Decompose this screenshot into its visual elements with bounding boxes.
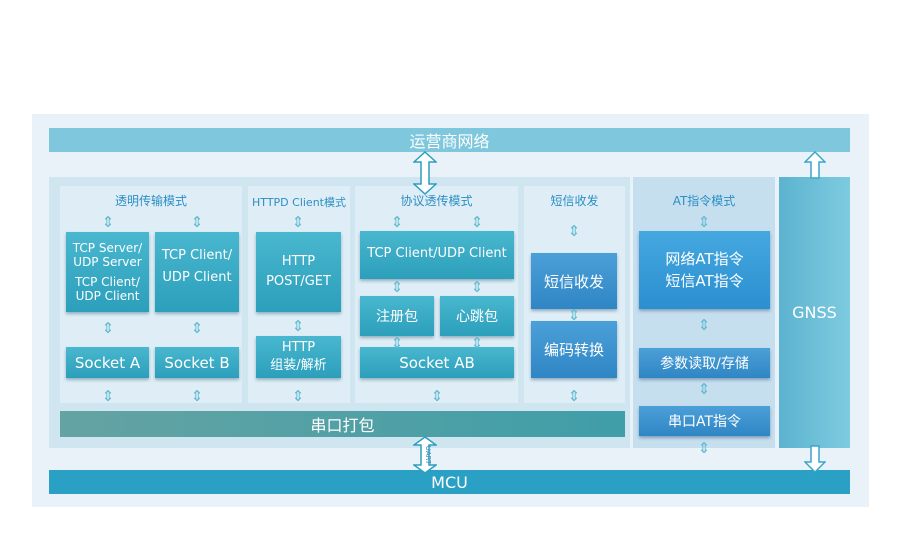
- gnss-block: GNSS: [779, 177, 850, 448]
- heartbeat-packet-box: 心跳包: [440, 296, 514, 336]
- tcp-server-line2: UDP Server: [73, 255, 142, 269]
- tcp-server-box: TCP Server/ UDP Server TCP Client/ UDP C…: [66, 232, 149, 312]
- protocol-client-box: TCP Client/UDP Client: [360, 231, 514, 279]
- uart-label: UART: [424, 445, 432, 465]
- at-panel: [633, 177, 775, 448]
- up-down-arrow-icon: ⇕: [567, 306, 581, 324]
- socket-b-box: Socket B: [155, 347, 239, 378]
- gnss-up-arrow-icon: [804, 151, 826, 179]
- http-assemble-line1: HTTP: [281, 340, 316, 355]
- up-down-arrow-icon: ⇕: [430, 387, 444, 405]
- up-down-arrow-icon: ⇕: [190, 387, 204, 405]
- http-post-get-line1: HTTP: [281, 254, 316, 269]
- serial-at-box: 串口AT指令: [639, 406, 770, 436]
- serial-pack-bar: 串口打包: [60, 411, 625, 437]
- param-storage-label: 参数读取/存储: [660, 356, 749, 372]
- tcp-client-line1: TCP Client/: [161, 248, 233, 263]
- mcu-bar: MCU: [49, 470, 850, 494]
- encoding-conversion-label: 编码转换: [543, 341, 604, 359]
- http-post-get-box: HTTP POST/GET: [256, 232, 341, 312]
- httpd-title: HTTPD Client模式: [252, 196, 346, 209]
- up-down-arrow-icon: ⇕: [190, 319, 204, 337]
- up-down-arrow-icon: ⇕: [697, 439, 711, 457]
- uart-double-arrow-icon: [413, 436, 437, 474]
- socket-a-box: Socket A: [66, 347, 149, 378]
- network-double-arrow-icon: [413, 151, 437, 195]
- network-at-label: 网络AT指令: [665, 250, 744, 268]
- serial-pack-label: 串口打包: [310, 416, 375, 435]
- tcp-client-line2: UDP Client: [162, 270, 232, 285]
- protocol-client-label: TCP Client/UDP Client: [367, 246, 507, 261]
- tcp-server-line1: TCP Server/: [72, 241, 143, 255]
- socket-ab-box: Socket AB: [360, 347, 514, 378]
- up-down-arrow-icon: ⇕: [390, 334, 404, 352]
- param-storage-box: 参数读取/存储: [639, 348, 770, 378]
- protocol-title: 协议透传模式: [400, 194, 473, 208]
- sms-send-receive-label: 短信收发: [543, 272, 604, 291]
- tcp-client-box: TCP Client/ UDP Client: [155, 232, 239, 312]
- register-packet-label: 注册包: [376, 309, 418, 325]
- at-title: AT指令模式: [672, 194, 736, 208]
- up-down-arrow-icon: ⇕: [101, 319, 115, 337]
- up-down-arrow-icon: ⇕: [697, 380, 711, 398]
- encoding-conversion-box: 编码转换: [531, 321, 617, 378]
- transparent-title: 透明传输模式: [114, 194, 187, 208]
- up-down-arrow-icon: ⇕: [470, 334, 484, 352]
- mcu-label: MCU: [431, 472, 468, 492]
- up-down-arrow-icon: ⇕: [697, 213, 711, 231]
- socket-ab-label: Socket AB: [399, 353, 475, 372]
- socket-b-label: Socket B: [164, 353, 230, 372]
- http-assemble-box: HTTP 组装/解析: [256, 336, 341, 378]
- carrier-network-label: 运营商网络: [409, 132, 490, 151]
- register-packet-box: 注册包: [360, 296, 434, 336]
- sms-at-label: 短信AT指令: [665, 272, 744, 290]
- up-down-arrow-icon: ⇕: [101, 213, 115, 231]
- up-down-arrow-icon: ⇕: [291, 213, 305, 231]
- tcp-server-line3: TCP Client/: [75, 275, 140, 289]
- socket-a-label: Socket A: [74, 353, 141, 372]
- up-down-arrow-icon: ⇕: [697, 316, 711, 334]
- tcp-server-line4: UDP Client: [75, 289, 140, 303]
- up-down-arrow-icon: ⇕: [567, 222, 581, 240]
- up-down-arrow-icon: ⇕: [190, 213, 204, 231]
- sms-title: 短信收发: [550, 194, 599, 208]
- http-post-get-line2: POST/GET: [266, 274, 331, 289]
- up-down-arrow-icon: ⇕: [470, 278, 484, 296]
- network-sms-at-box: 网络AT指令 短信AT指令: [639, 231, 770, 309]
- up-down-arrow-icon: ⇕: [390, 213, 404, 231]
- up-down-arrow-icon: ⇕: [291, 387, 305, 405]
- up-down-arrow-icon: ⇕: [470, 213, 484, 231]
- serial-at-label: 串口AT指令: [667, 414, 742, 430]
- gnss-label: GNSS: [792, 303, 837, 322]
- heartbeat-packet-label: 心跳包: [456, 309, 498, 325]
- sms-send-receive-box: 短信收发: [531, 253, 617, 309]
- gnss-down-arrow-icon: [804, 445, 826, 473]
- http-assemble-line2: 组装/解析: [270, 358, 327, 373]
- up-down-arrow-icon: ⇕: [390, 278, 404, 296]
- up-down-arrow-icon: ⇕: [101, 387, 115, 405]
- up-down-arrow-icon: ⇕: [567, 387, 581, 405]
- carrier-network-bar: 运营商网络: [49, 128, 850, 152]
- up-down-arrow-icon: ⇕: [291, 317, 305, 335]
